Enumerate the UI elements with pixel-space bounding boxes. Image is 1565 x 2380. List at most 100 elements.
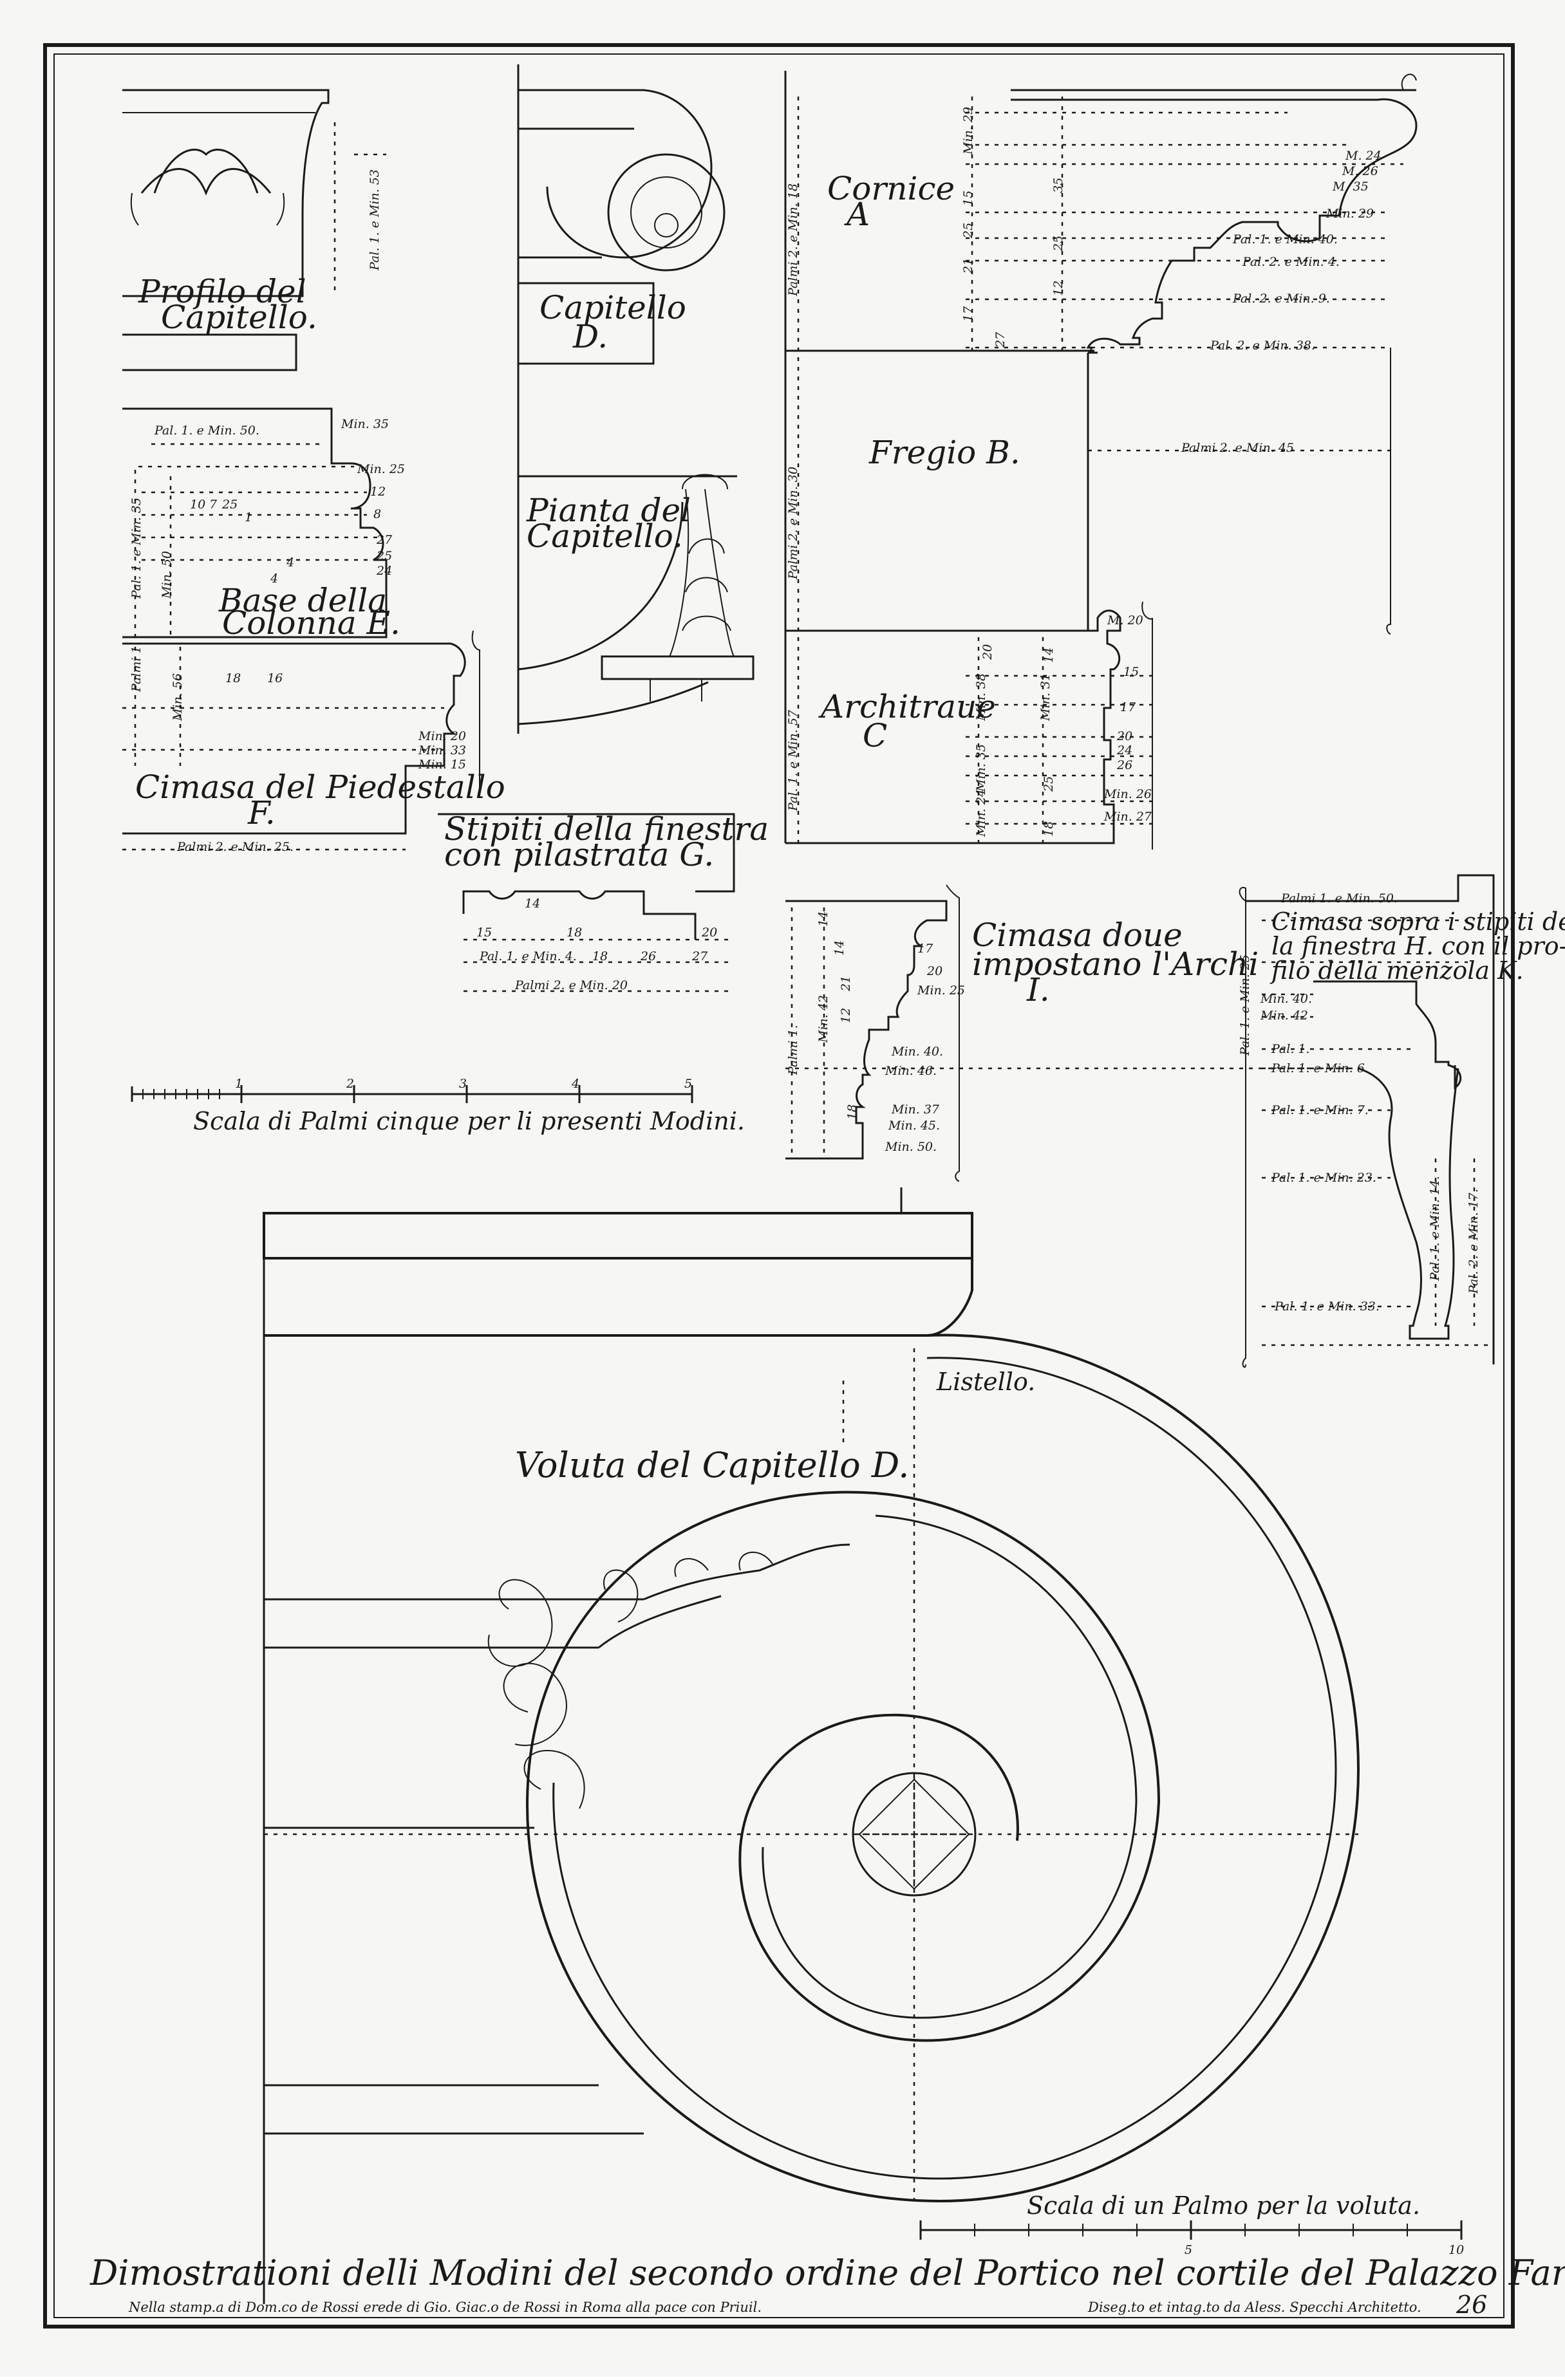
cornice-dim-14: Pal. 1. e Min. 40. [1232,232,1338,246]
menzola-dim-7: Pal. 1. e Min. 23. [1271,1171,1376,1185]
cornice-dim-15: Pal. 2. e Min. 4. [1242,255,1340,269]
outer-border [43,43,1515,2329]
profilo-label-line2: Capitello. [161,299,317,336]
scale-palmi-cinque [131,1085,693,1103]
base-dim-11: 4 [270,572,278,586]
architraue-label-line1: Architraue [818,688,996,725]
menzola-label-line2: la finestra H. con il pro- [1271,932,1565,960]
menzola-dim-2: Min. 40. [1260,992,1312,1006]
publisher-imprint: Nella stamp.a di Dom.co de Rossi erede d… [128,2300,762,2315]
architraue-dim-1: Min. 38 [974,673,988,721]
stipiti-dim-6: 27 [691,949,708,963]
cimasa-archi-label-line1: Cimasa doue [972,916,1183,954]
inner-border [53,53,1504,2318]
profilo-dim: Pal. 1. e Min. 53 [368,169,382,271]
scale1-tick-10: 10 [1448,2243,1464,2257]
plate-number: 26 [1456,2291,1487,2319]
cimasa-pied-dim-4: Min. 20 [418,729,466,743]
cimasa-archi-drawing [785,884,1352,1182]
cornice-fregio-architraue-drawing [784,71,1418,850]
engraver-credit: Diseg.to et intag.to da Aless. Specchi A… [1087,2300,1421,2315]
cimasa-archi-dim-3: 14 [832,940,847,956]
cimasa-archi-dim-7: 17 [917,942,933,956]
base-dim-13: 25 [376,549,392,563]
cimasa-pied-dim-6: Min. 15 [418,758,466,772]
scale5-tick-2: 2 [346,1077,354,1091]
scale5-tick-5: 5 [684,1077,692,1091]
architraue-dim-2: Min. 31 [1038,673,1053,721]
menzola-dim-4: Pal. 1. [1271,1042,1310,1056]
architraue-label-line2: C [863,717,887,754]
base-dim-15: 4 [286,555,294,570]
cornice-dim-6: 35 [1051,178,1065,193]
fregio-dim-0: Palmi 2. e Min. 30 [786,467,800,580]
architraue-dim-16: Min. 27 [1103,810,1152,824]
cimasa-archi-dim-8: 20 [926,964,942,978]
menzola-label-line1: Cimasa sopra i stipiti del- [1271,907,1565,936]
menzola-dim-0: Palmi 1. e Min. 50. [1280,891,1398,906]
cimasa-archi-dim-1: Min. 42 [816,995,830,1043]
cimasa-archi-dim-6: 18 [845,1104,859,1120]
scale1-caption: Scala di un Palmo per la voluta. [1027,2191,1420,2220]
architraue-dim-5: Min. 35 [974,744,988,792]
base-dim-4: Min. 50 [160,551,174,599]
capitello-d-label-line1: Capitello [539,289,686,326]
cimasa-pied-dim-0: Palmi 1. [129,642,144,693]
architraue-dim-15: Min. 26 [1103,787,1152,801]
cornice-dim-5: 17 [961,306,975,322]
cornice-dim-9: 27 [993,331,1007,348]
architraue-dim-13: 24 [1116,743,1132,758]
architraue-dim-12: 20 [1116,729,1132,743]
cimasa-menzola-drawing [1239,874,1495,1368]
base-dim-7: 25 [221,497,238,512]
cornice-dim-11: M. 26 [1342,164,1378,178]
voluta-drawing [263,1187,1360,2304]
architraue-dim-6: Min. 24 [974,789,988,837]
cimasa-archi-dim-0: Palmi 1. [786,1025,800,1075]
menzola-label-line3: filo della menzola K. [1270,956,1524,985]
fregio-label: Fregio B. [868,434,1020,471]
cornice-dim-4: 21 [961,258,975,274]
cimasa-pied-dim-3: 16 [267,671,283,685]
base-dim-14: 24 [376,564,392,578]
stipiti-label-line1: Stipiti della finestra [444,810,769,848]
menzola-dim-5: Pal. 1. e Min. 6. [1271,1061,1369,1075]
profilo-label-line1: Profilo del [138,273,306,310]
menzola-dim-10: Pal. 1. e Min. 33. [1274,1299,1380,1314]
base-dim-2: Min. 25 [357,462,405,476]
architraue-dim-0: Pal. 1. e Min. 57 [786,709,800,812]
stipiti-dim-5: 26 [640,949,656,963]
cornice-dim-12: M. 35 [1332,180,1369,194]
base-dim-3: Pal. 1. e Min. 35 [129,497,144,599]
menzola-dim-9: Pal. 2. e Min. 17. [1467,1189,1481,1294]
stipiti-dim-3: Pal. 1. e Min. 4. [479,949,577,963]
stipiti-label-line2: con pilastrata G. [444,836,714,873]
stipiti-drawing [438,813,735,992]
cornice-label-line1: Cornice [827,170,955,207]
base-label-line2: Colonna E. [222,604,400,642]
cornice-dim-8: 12 [1051,281,1065,296]
scale5-tick-1: 1 [235,1077,243,1091]
scale5-tick-4: 4 [571,1077,579,1091]
base-dim-5: 10 [190,497,205,512]
architraue-dim-4: 14 [1042,647,1056,663]
stipiti-dim-8: Palmi 2. e Min. 20 [514,978,628,992]
base-dim-6: 7 [209,497,218,512]
architraue-dim-14: 26 [1116,758,1132,772]
cimasa-archi-dim-12: Min. 37 [891,1102,940,1117]
stipiti-dim-2: 18 [567,925,582,940]
pianta-label-line1: Pianta del [526,492,691,529]
base-dim-9: 8 [373,507,381,521]
architraue-dim-8: 25 [1042,776,1056,792]
cimasa-archi-dim-5: 12 [839,1008,853,1023]
capitello-d-drawing [517,64,726,734]
architraue-dim-7: 18 [1042,821,1056,837]
profilo-lower-block [122,333,297,371]
architraue-dim-10: 15 [1123,665,1139,679]
base-dim-0: Pal. 1. e Min. 50. [154,423,259,438]
base-label-line1: Base della [218,582,387,619]
base-colonna-drawing [122,407,388,638]
cimasa-piedestallo-drawing [122,630,480,851]
